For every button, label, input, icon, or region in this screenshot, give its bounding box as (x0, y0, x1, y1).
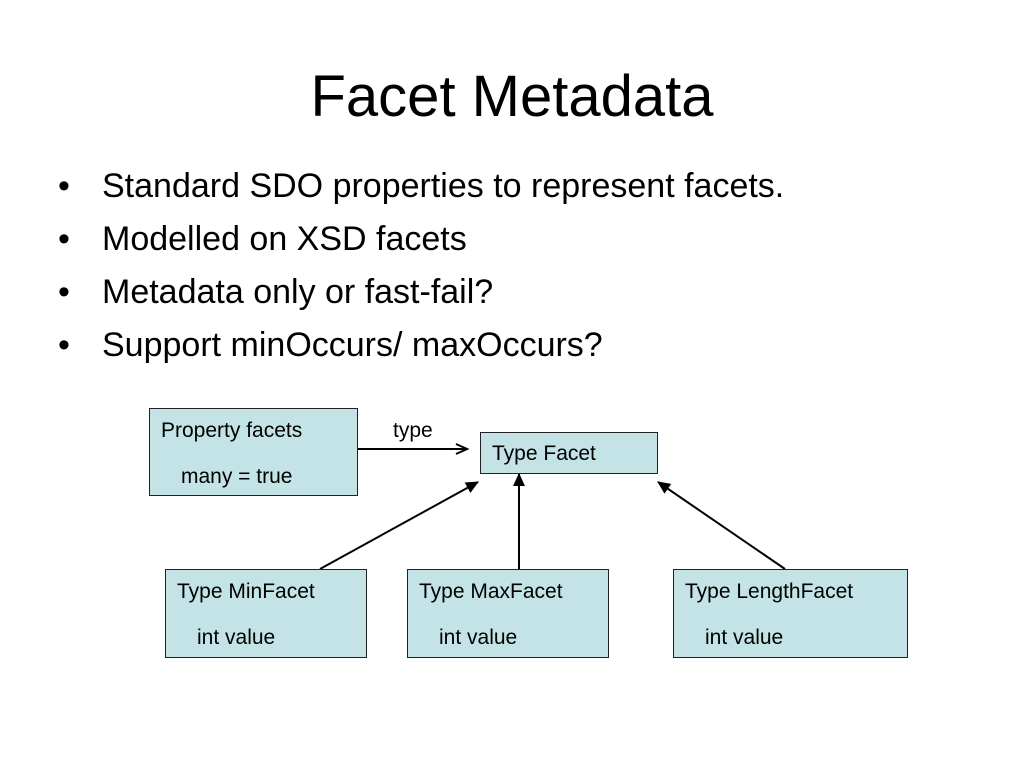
length-facet-inheritance-arrow (657, 481, 786, 570)
bullet-glyph: • (58, 167, 70, 205)
bullet-glyph: • (58, 220, 70, 258)
min-facet-box: Type MinFacet int value (165, 569, 367, 658)
type-facet-name: Type Facet (492, 442, 596, 465)
length-facet-box: Type LengthFacet int value (673, 569, 908, 658)
property-facets-name: Property facets (161, 419, 303, 442)
bullet-item: • Metadata only or fast-fail? (58, 266, 784, 319)
property-facets-box: Property facets many = true (149, 408, 358, 496)
bullet-text: Support minOccurs/ maxOccurs? (102, 326, 603, 364)
bullet-glyph: • (58, 326, 70, 364)
max-facet-box: Type MaxFacet int value (407, 569, 609, 658)
bullet-item: • Support minOccurs/ maxOccurs? (58, 319, 784, 372)
min-facet-attribute: int value (197, 626, 276, 649)
bullet-text: Modelled on XSD facets (102, 220, 467, 258)
bullet-item: • Modelled on XSD facets (58, 213, 784, 266)
bullet-item: • Standard SDO properties to represent f… (58, 160, 784, 213)
property-facets-attribute: many = true (181, 465, 293, 488)
bullet-glyph: • (58, 273, 70, 311)
length-facet-attribute: int value (705, 626, 784, 649)
min-facet-name: Type MinFacet (177, 580, 315, 603)
type-edge-label: type (393, 419, 433, 442)
bullet-list: • Standard SDO properties to represent f… (58, 160, 784, 372)
bullet-text: Metadata only or fast-fail? (102, 273, 494, 311)
max-facet-name: Type MaxFacet (419, 580, 563, 603)
slide-title: Facet Metadata (310, 64, 714, 129)
bullet-text: Standard SDO properties to represent fac… (102, 167, 785, 205)
length-facet-name: Type LengthFacet (685, 580, 854, 603)
type-facet-box: Type Facet (480, 432, 658, 474)
max-facet-attribute: int value (439, 626, 518, 649)
